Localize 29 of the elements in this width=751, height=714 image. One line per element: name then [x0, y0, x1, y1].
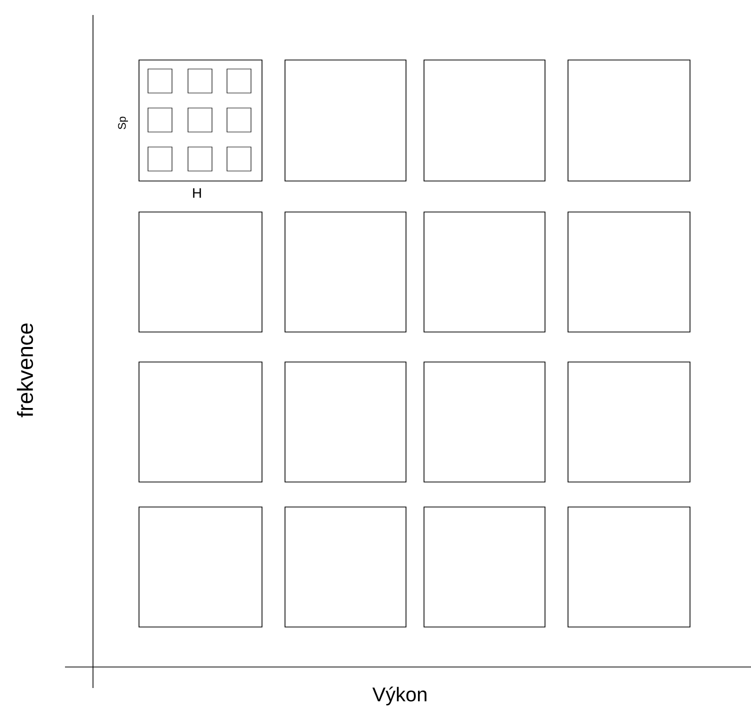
- square-box: [188, 146, 212, 172]
- square-box: [148, 108, 172, 132]
- square-box: [284, 362, 406, 482]
- square-box: [148, 68, 172, 94]
- square-box: [226, 146, 252, 172]
- square-box: [424, 60, 546, 182]
- square-box: [424, 212, 546, 332]
- square-box: [568, 60, 690, 182]
- axis-label: frekvence: [16, 323, 34, 418]
- square-box: [568, 506, 690, 628]
- square-box: [284, 212, 406, 332]
- square-box: [284, 60, 406, 182]
- square-box: [138, 362, 262, 482]
- axis-label: Sp: [118, 116, 128, 130]
- square-box: [226, 108, 252, 132]
- square-box: [138, 506, 262, 628]
- square-box: [188, 108, 212, 132]
- square-box: [138, 212, 262, 332]
- axis-label: H: [193, 188, 201, 198]
- square-box: [188, 68, 212, 94]
- square-box: [284, 506, 406, 628]
- square-box: [568, 362, 690, 482]
- square-box: [568, 212, 690, 332]
- square-box: [424, 362, 546, 482]
- square-box: [148, 146, 172, 172]
- axis-label: Výkon: [372, 686, 426, 706]
- square-box: [424, 506, 546, 628]
- square-box: [138, 60, 262, 182]
- square-box: [226, 68, 252, 94]
